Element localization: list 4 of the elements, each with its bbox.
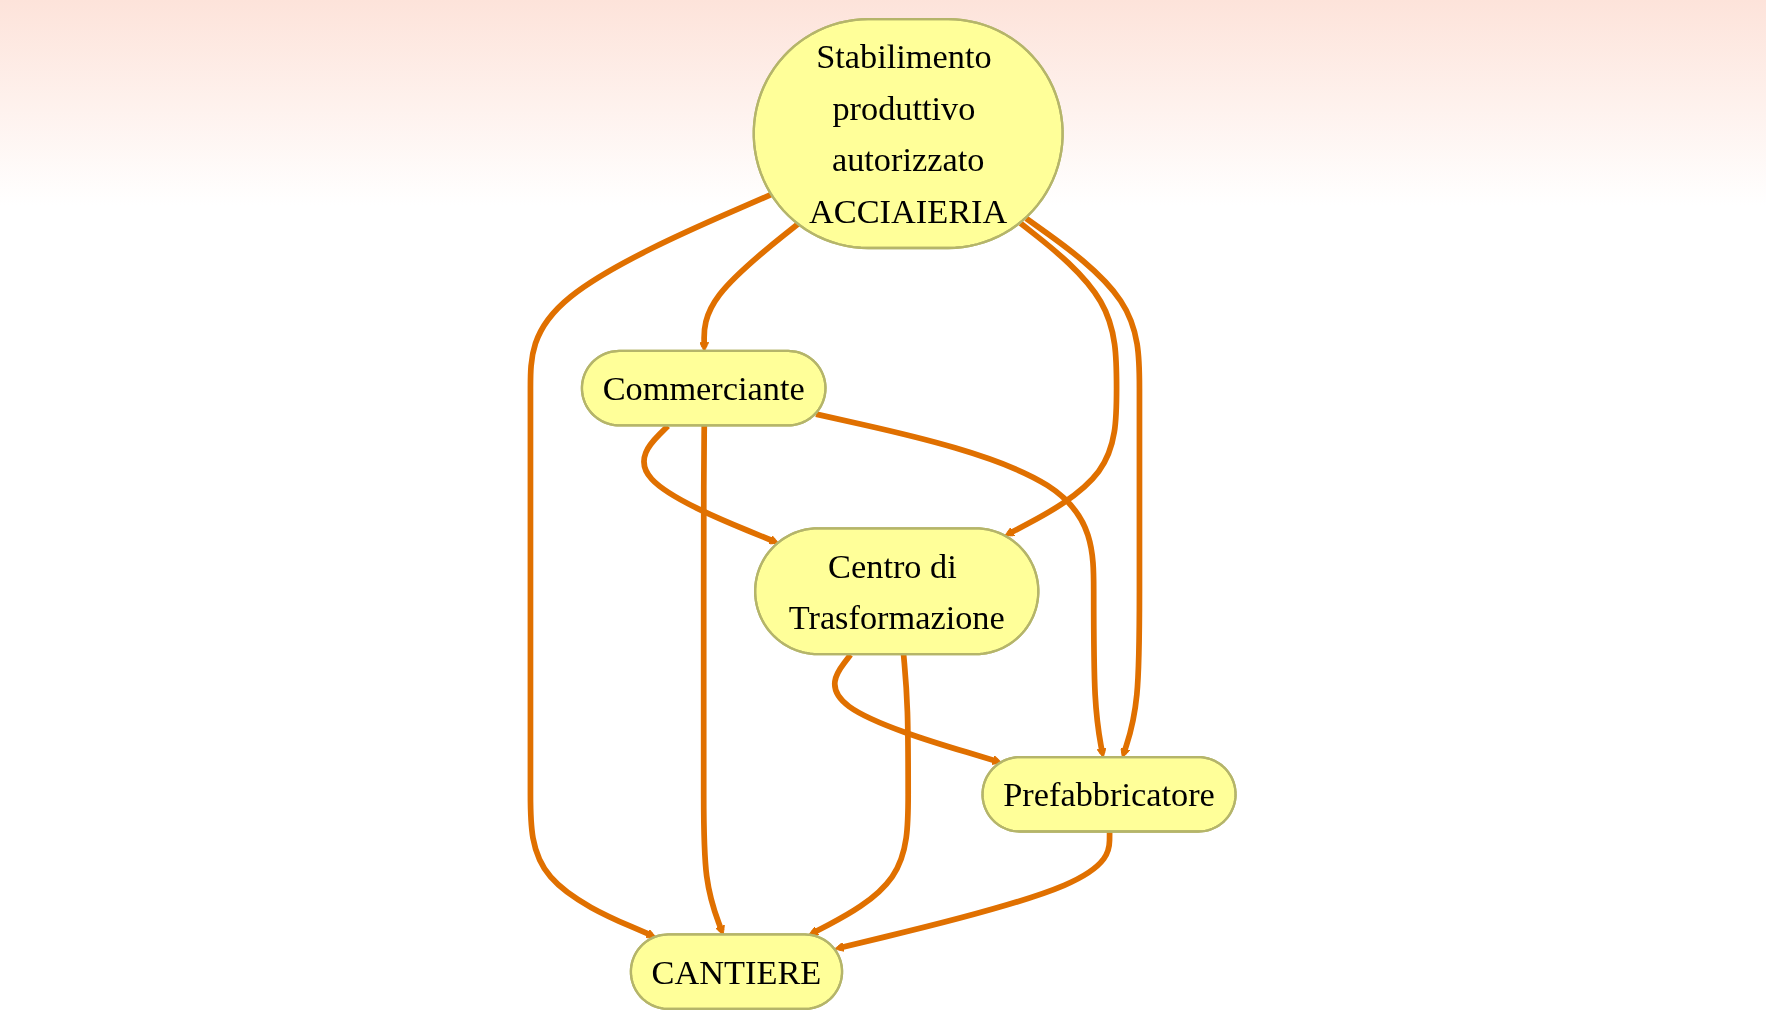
- arrow: [808, 654, 912, 936]
- arrow: [527, 191, 773, 939]
- arrow: [834, 832, 1113, 952]
- arrow: [1004, 220, 1120, 537]
